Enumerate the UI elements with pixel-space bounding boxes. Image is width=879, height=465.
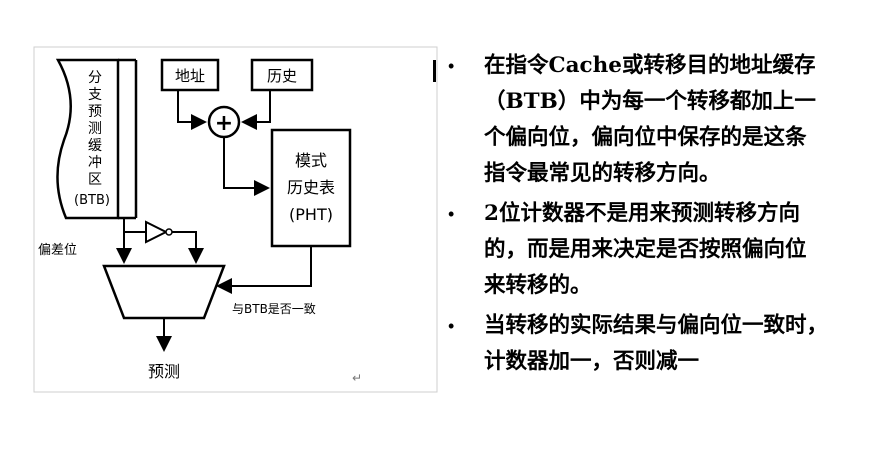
pht-to-mux-arrow [216,246,312,294]
history-box [250,58,314,92]
bullet-line: 计数器加一，否则减一 [484,349,700,374]
address-label: 地址 [175,67,205,85]
return-mark: ↵ [352,371,362,385]
address-box [160,58,220,92]
buffer-char: 测 [88,121,102,137]
buffer-char: 冲 [88,155,102,171]
text-cursor [433,60,436,82]
pht-box [270,128,352,248]
bullet-line: 在指令Cache或转移目的地址缓存 [484,53,816,78]
inverter-gate [145,220,169,244]
buffer-char: 区 [88,172,102,188]
buffer-char: 分 [88,70,102,86]
adder-to-pht-arrow [223,137,270,196]
bullet-dot: • [448,56,455,76]
address-to-adder-arrow [177,90,207,130]
bullet-dot: • [448,204,455,224]
bullet-item: • 2位计数器不是用来预测转移方向 的，而是用来决定是否按照偏向位 来转移的。 [442,196,874,304]
pht-line: 历史表 [287,178,335,197]
buffer-char: 预 [88,104,102,120]
bullet-line: 来转移的。 [484,273,592,298]
agree-label: 与BTB是否一致 [232,302,316,316]
history-label: 历史 [267,67,297,85]
selector-mux [102,264,226,320]
bias-bit-label: 偏差位 [38,243,77,258]
predict-label: 预测 [148,362,180,381]
inverter-bubble [165,228,173,236]
pht-line: (PHT) [289,205,333,224]
buffer-btb-label: (BTB) [74,193,110,208]
branch-prediction-buffer: 分 支 预 测 缓 冲 区 (BTB) [55,58,138,220]
bullet-line: （BTB）中为每一个转移都加上一 [484,89,816,114]
bullet-line: 当转移的实际结果与偏向位一致时， [484,313,829,338]
inverter-output-wire [172,231,204,264]
bullet-item: • 当转移的实际结果与偏向位一致时， 计数器加一，否则减一 [442,308,874,380]
history-to-adder-arrow [241,90,271,130]
bullet-dot: • [448,316,455,336]
buffer-char: 支 [88,87,102,103]
bullet-item: • 在指令Cache或转移目的地址缓存 （BTB）中为每一个转移都加上一 个偏向… [442,48,874,192]
adder-symbol: + [215,111,233,136]
bullet-line: 指令最常见的转移方向。 [484,161,721,186]
bullet-line: 个偏向位，偏向位中保存的是这条 [484,125,807,150]
bullet-line: 的，而是用来决定是否按照偏向位 [484,237,807,262]
bullet-line: 2位计数器不是用来预测转移方向 [484,201,800,226]
bullet-list: • 在指令Cache或转移目的地址缓存 （BTB）中为每一个转移都加上一 个偏向… [442,48,874,380]
diagram-frame [33,46,438,393]
pht-line: 模式 [295,151,327,170]
buffer-char: 缓 [88,138,102,154]
